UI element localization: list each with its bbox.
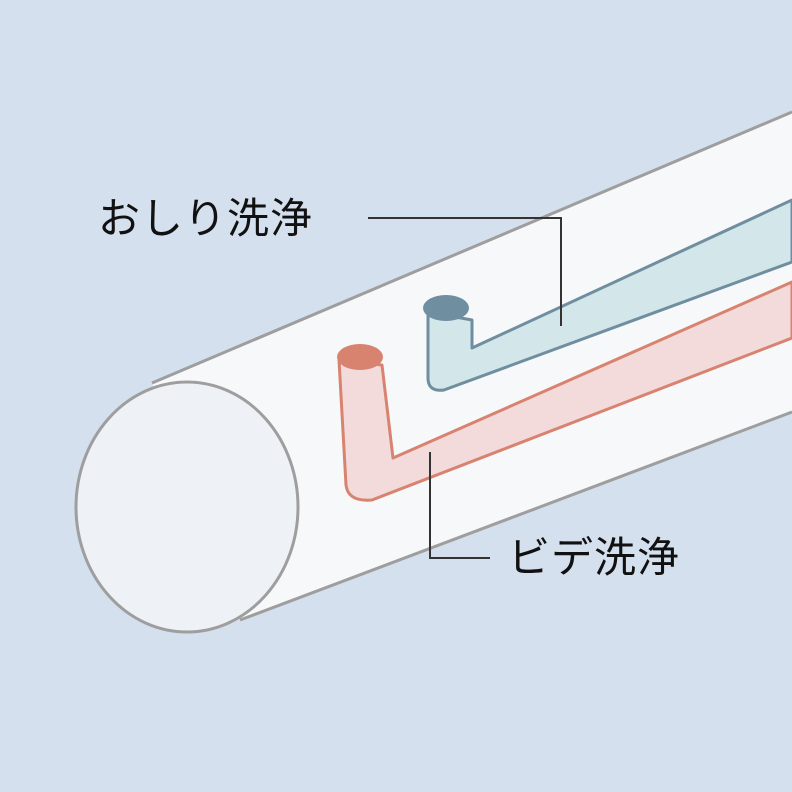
nozzle-rod-bottom-edge [239, 410, 792, 622]
oshiri-leader-line [368, 217, 562, 326]
nozzle-rod-top-edge [151, 110, 792, 385]
oshiri-wash-label: おしり洗浄 [98, 194, 314, 243]
bidet-leader-line [429, 452, 490, 559]
nozzle-rod-end-cap [74, 380, 300, 634]
bidet-water-channel [337, 280, 792, 502]
oshiri-water-channel [426, 198, 792, 392]
bidet-wash-label: ビデ洗浄 [508, 533, 681, 582]
bidet-nozzle-outlet [337, 344, 383, 370]
oshiri-nozzle-outlet [423, 295, 469, 321]
